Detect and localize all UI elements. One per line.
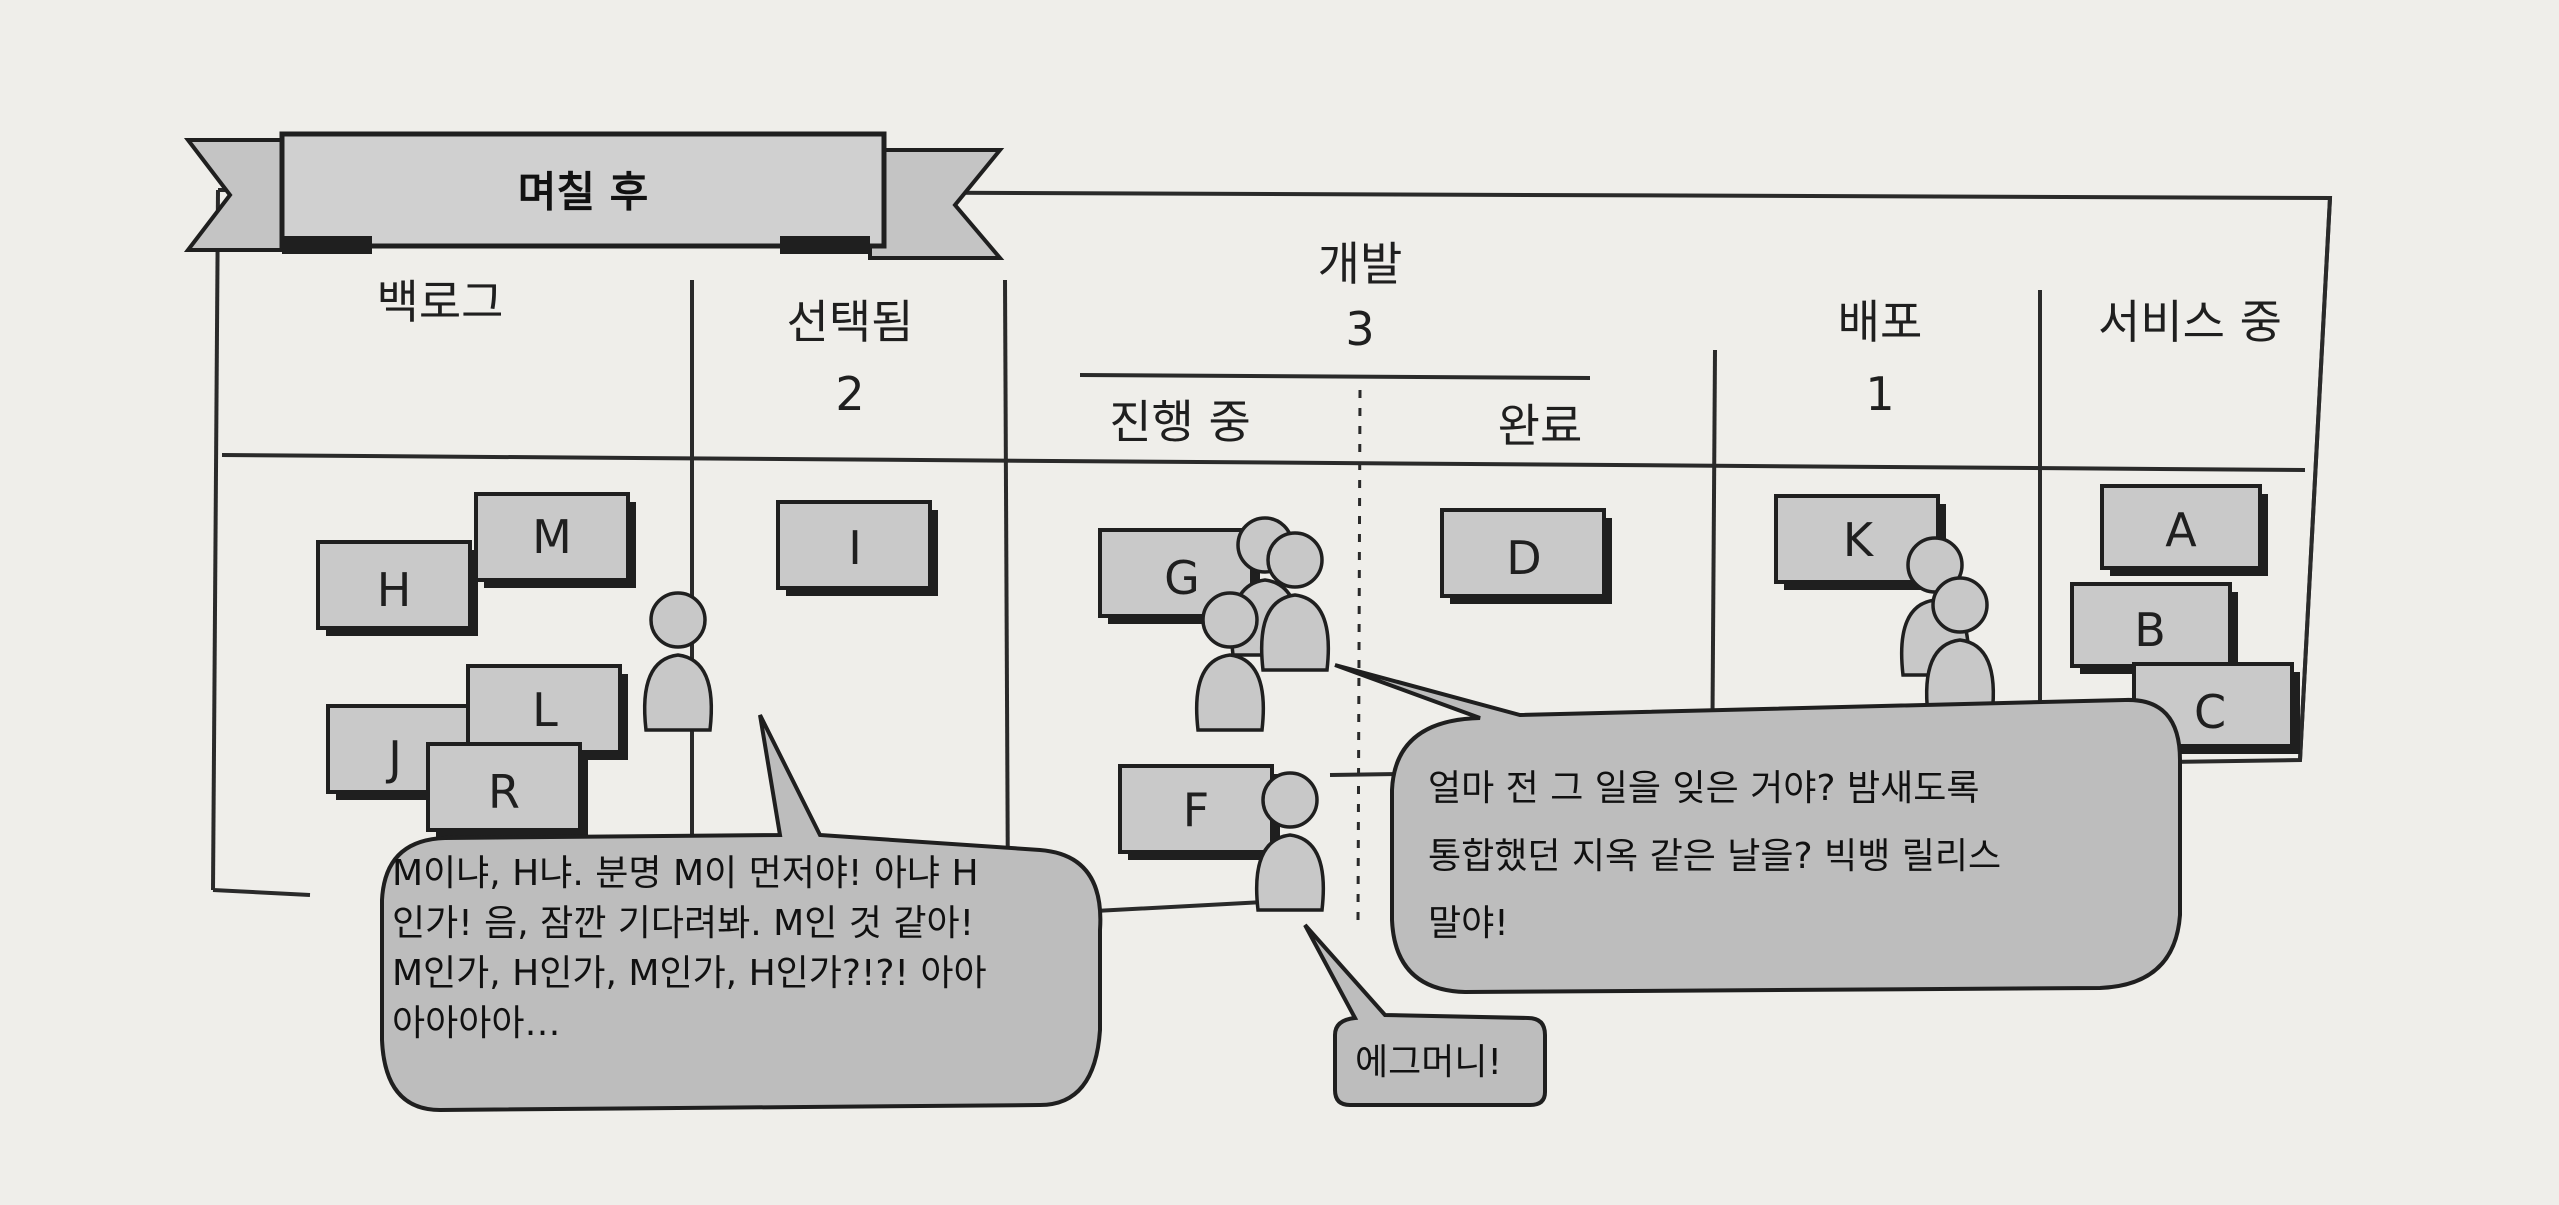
column-wip-deploy: 1 bbox=[1865, 367, 1894, 421]
person-icon-dev-2 bbox=[1259, 531, 1331, 672]
people-group bbox=[642, 516, 1996, 912]
svg-text:D: D bbox=[1506, 531, 1541, 585]
bubble-dev-line-2: 통합했던 지옥 같은 날을? 빅뱅 릴리스 bbox=[1428, 836, 2001, 877]
bubble-backlog-line-4: 아아아아… bbox=[392, 1003, 560, 1044]
svg-text:L: L bbox=[532, 683, 558, 737]
card-H: H bbox=[316, 540, 478, 636]
column-sub-done: 완료 bbox=[1498, 399, 1583, 453]
dev-header-underline bbox=[1079, 373, 1591, 380]
bubble-backlog-line-2: 인가! 음, 잠깐 기다려봐. M인 것 같아! bbox=[392, 903, 974, 944]
banner-ribbon: 며칠 후 bbox=[183, 131, 1005, 260]
svg-text:M: M bbox=[532, 510, 572, 564]
card-I: I bbox=[776, 500, 938, 596]
column-wip-dev: 3 bbox=[1345, 302, 1374, 356]
svg-text:I: I bbox=[848, 521, 862, 575]
card-J: J bbox=[326, 704, 488, 800]
svg-text:H: H bbox=[377, 563, 412, 617]
svg-text:J: J bbox=[385, 731, 402, 785]
speech-bubble-backlog: M이냐, H냐. 분명 M이 먼저야! 아냐 H 인가! 음, 잠깐 기다려봐.… bbox=[380, 714, 1103, 1113]
speech-bubble-small: 에그머니! bbox=[1303, 923, 1547, 1107]
svg-text:A: A bbox=[2165, 503, 2197, 557]
card-C: C bbox=[2132, 662, 2300, 754]
card-B: B bbox=[2070, 582, 2238, 674]
bubble-dev-line-1: 얼마 전 그 일을 잊은 거야? 밤새도록 bbox=[1428, 768, 1979, 809]
bubble-small-text: 에그머니! bbox=[1355, 1042, 1502, 1083]
svg-text:F: F bbox=[1183, 783, 1209, 837]
banner-title: 며칠 후 bbox=[518, 168, 649, 217]
column-label-live: 서비스 중 bbox=[2098, 295, 2282, 349]
person-icon-deploy-2 bbox=[1924, 576, 1996, 717]
column-label-deploy: 배포 bbox=[1838, 295, 1923, 349]
person-icon-selected bbox=[642, 591, 714, 732]
card-F: F bbox=[1118, 764, 1280, 860]
column-label-dev: 개발 bbox=[1318, 237, 1403, 291]
board-frame bbox=[211, 188, 2333, 921]
bubble-backlog-line-1: M이냐, H냐. 분명 M이 먼저야! 아냐 H bbox=[392, 853, 979, 894]
bubble-dev-line-3: 말야! bbox=[1428, 903, 1509, 944]
svg-text:B: B bbox=[2134, 603, 2166, 657]
dev-split-dotted bbox=[1356, 389, 1362, 921]
card-D: D bbox=[1440, 508, 1612, 604]
column-divider-2 bbox=[1003, 279, 1010, 906]
column-label-selected: 선택됨 bbox=[787, 295, 914, 349]
person-icon-dev-3 bbox=[1194, 591, 1266, 732]
column-sub-progress: 진행 중 bbox=[1109, 395, 1251, 449]
column-wip-selected: 2 bbox=[835, 367, 864, 421]
person-icon-dev-4 bbox=[1254, 771, 1326, 912]
card-M: M bbox=[474, 492, 636, 588]
bubble-backlog-line-3: M인가, H인가, M인가, H인가?!?! 아아 bbox=[392, 953, 987, 994]
speech-bubble-dev: 얼마 전 그 일을 잊은 거야? 밤새도록 통합했던 지옥 같은 날을? 빅뱅 … bbox=[1334, 663, 2182, 995]
card-A: A bbox=[2100, 484, 2268, 576]
column-label-backlog: 백로그 bbox=[377, 275, 504, 329]
svg-text:C: C bbox=[2194, 685, 2226, 739]
header-divider bbox=[221, 453, 2306, 472]
svg-text:R: R bbox=[488, 765, 520, 819]
svg-text:K: K bbox=[1843, 513, 1875, 567]
svg-text:G: G bbox=[1164, 551, 1200, 605]
card-R: R bbox=[426, 742, 588, 838]
